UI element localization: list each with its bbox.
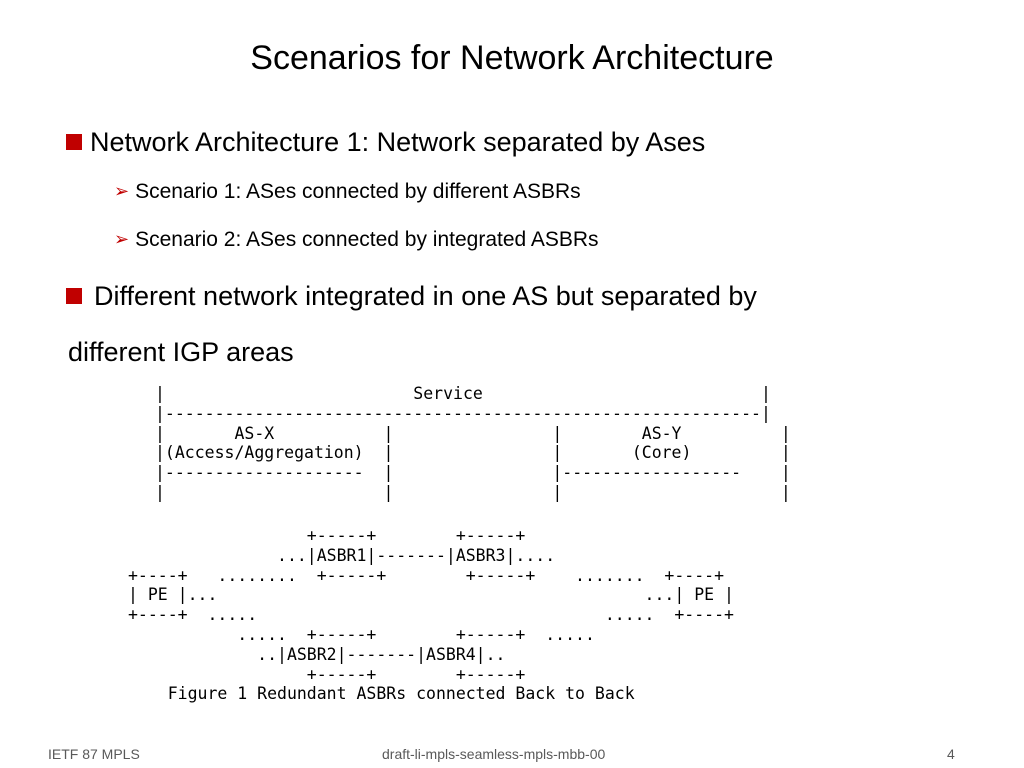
sub-bullet-text: Scenario 2: ASes connected by integrated…: [135, 228, 599, 251]
bullet-text-line-1: Different network integrated in one AS b…: [94, 281, 757, 311]
footer-center: draft-li-mpls-seamless-mpls-mbb-00: [382, 746, 606, 762]
bullet-architecture-1: Network Architecture 1: Network separate…: [66, 124, 705, 160]
square-bullet-icon: [66, 288, 82, 304]
slide-title: Scenarios for Network Architecture: [250, 39, 774, 77]
sub-bullet-scenario-1: ➢ Scenario 1: ASes connected by differen…: [114, 178, 581, 206]
page-number: 4: [947, 746, 955, 762]
bullet-text-line-2: different IGP areas: [68, 337, 294, 367]
arrow-bullet-icon: ➢: [114, 181, 130, 202]
square-bullet-icon: [66, 134, 82, 150]
sub-bullet-scenario-2: ➢ Scenario 2: ASes connected by integrat…: [114, 226, 599, 254]
arrow-bullet-icon: ➢: [114, 229, 130, 250]
asbr-topology-diagram: +-----+ +-----+ ...|ASBR1|-------|ASBR3|…: [128, 526, 734, 704]
footer-left: IETF 87 MPLS: [48, 746, 140, 762]
bullet-text: Network Architecture 1: Network separate…: [90, 127, 706, 157]
sub-bullet-text: Scenario 1: ASes connected by different …: [135, 180, 581, 203]
bullet-different-network: Different network integrated in one AS b…: [66, 278, 757, 370]
service-as-diagram: | Service | |---------------------------…: [155, 384, 791, 502]
